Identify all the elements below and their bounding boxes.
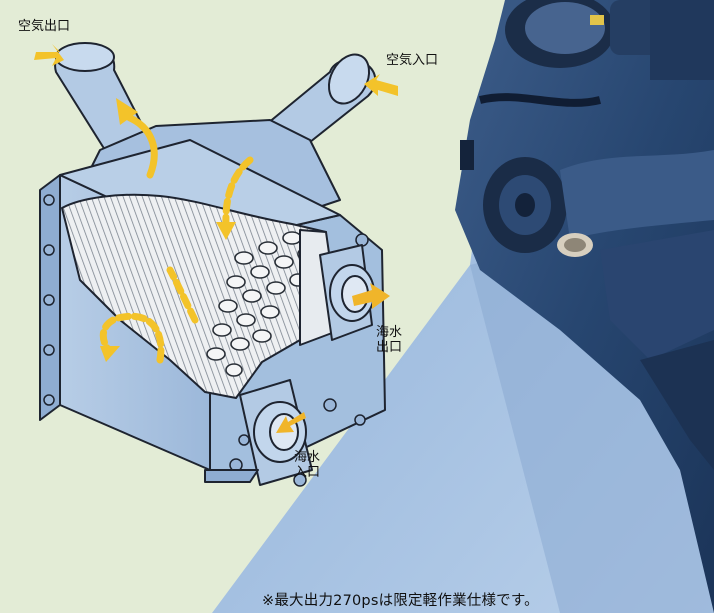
seawater-inlet-arrow: [276, 412, 306, 433]
seawater-outlet-label-line1: 海水: [376, 325, 403, 340]
airflow-arrow-inlet: [222, 156, 254, 229]
seawater-inlet-label-line1: 海水: [294, 450, 321, 465]
air-inlet-arrowhead: [216, 222, 236, 240]
water-tubes: [206, 231, 315, 377]
seawater-inlet-label-line2: 入口: [294, 465, 321, 480]
lower-arrowhead: [100, 346, 120, 362]
footnote: ※最大出力270psは限定軽作業仕様です。: [262, 593, 539, 609]
air-inlet-label: 空気入口: [386, 53, 439, 68]
intercooler: [39, 42, 386, 487]
air-outlet-label-arrow: [34, 44, 64, 66]
air-outlet-label: 空気出口: [18, 19, 71, 34]
air-inlet-label-arrow: [364, 74, 398, 96]
air-outlet-arrowhead: [116, 98, 138, 125]
arrowheads: [34, 44, 398, 362]
seawater-outlet-label-line2: 出口: [376, 340, 403, 355]
seawater-arrows: [276, 283, 390, 433]
seawater-inlet-label: 海水 入口: [294, 450, 320, 480]
airflow-arrows: [99, 114, 254, 364]
airflow-arrow-lower: [99, 312, 165, 364]
seawater-outlet-arrow: [352, 283, 390, 309]
airflow-arrow-mid: [166, 266, 199, 324]
airflow-arrow-outlet: [126, 114, 158, 179]
engine-photo: [455, 0, 714, 613]
seawater-outlet-label: 海水 出口: [376, 325, 402, 355]
